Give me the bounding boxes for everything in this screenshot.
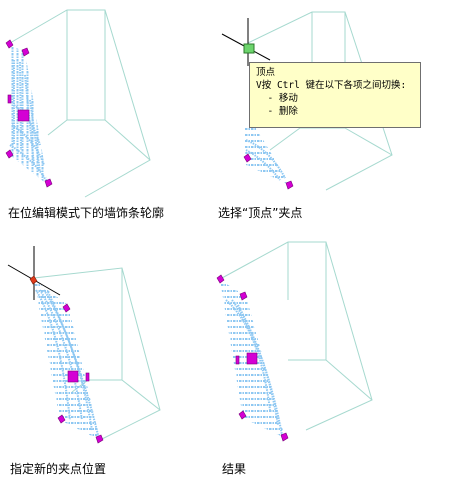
vertex-grip <box>239 291 248 301</box>
edge-grip <box>85 372 90 382</box>
panel2-view <box>221 11 393 191</box>
vertex-grip <box>57 414 66 424</box>
wall-box-wireframe <box>9 9 151 198</box>
vertex-grip <box>280 432 289 442</box>
crosshair-cursor <box>7 246 61 300</box>
wall-sweep-profile <box>34 280 100 440</box>
vertex-grip <box>5 149 14 159</box>
tooltip-option-move: - 移动 <box>256 93 298 104</box>
edge-grip <box>67 370 79 383</box>
wall-sweep-profile <box>244 128 290 185</box>
edge-grip <box>235 355 240 365</box>
vertex-grip <box>285 180 294 190</box>
vertex-grip <box>95 434 104 444</box>
crosshair-cursor <box>221 18 271 66</box>
panel3-view <box>7 246 161 444</box>
panel1-view <box>5 9 151 198</box>
panel4-view <box>216 241 373 442</box>
wall-box-wireframe <box>221 241 373 431</box>
selected-vertex-grip <box>243 43 255 54</box>
caption-panel4: 结果 <box>222 462 247 476</box>
caption-panel3: 指定新的夹点位置 <box>10 462 107 476</box>
tooltip-hint: V按 Ctrl 键在以下各项之间切换: <box>256 80 407 91</box>
wall-box-wireframe <box>247 11 393 191</box>
grip-tooltip: 顶点 V按 Ctrl 键在以下各项之间切换: - 移动 - 删除 <box>249 62 421 128</box>
vertex-grip <box>62 303 71 313</box>
grip-set <box>243 153 294 190</box>
tooltip-title: 顶点 <box>256 67 276 78</box>
edge-grip <box>246 352 258 365</box>
vertex-grip <box>44 178 53 188</box>
edge-grip <box>17 109 30 122</box>
grip-set <box>5 39 53 188</box>
wall-box-wireframe <box>33 267 161 441</box>
tooltip-option-delete: - 删除 <box>256 106 298 117</box>
moved-vertex-grip <box>29 275 38 285</box>
edge-grip <box>7 94 12 104</box>
caption-panel2: 选择“顶点”夹点 <box>218 206 303 220</box>
caption-panel1: 在位编辑模式下的墙饰条轮廓 <box>8 206 165 220</box>
vertex-grip <box>243 153 252 163</box>
vertex-grip <box>216 274 225 284</box>
grip-set <box>57 303 104 444</box>
vertex-grip <box>21 47 30 57</box>
vertex-grip <box>5 39 14 49</box>
grip-set <box>216 274 289 442</box>
vertex-grip <box>238 410 247 420</box>
